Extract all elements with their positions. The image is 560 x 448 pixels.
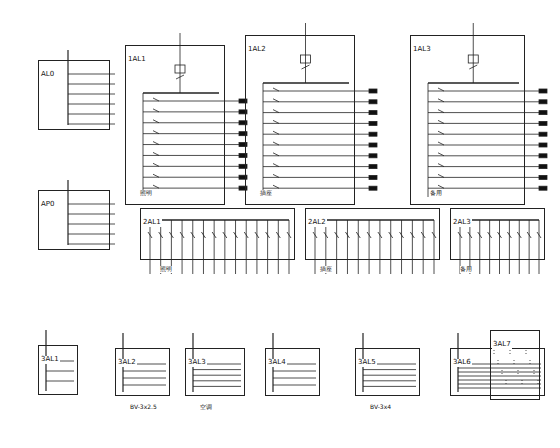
panel-box: 2AL3 [450, 208, 545, 260]
circuit-group [68, 50, 115, 125]
circuit-label: 备用 [430, 190, 442, 197]
panel-name: 2AL2 [307, 219, 327, 227]
panel-box: 3AL2 [115, 348, 170, 396]
panel-box: 3AL1 [38, 345, 78, 395]
panel-box: 3AL4 [265, 348, 320, 396]
circuit-label: 插座 [260, 190, 272, 197]
panel-box: AP0 [38, 190, 110, 250]
panel-box: 1AL3 [410, 35, 525, 205]
circuit-group [146, 220, 291, 274]
circuit-label: 插座 [320, 266, 332, 273]
circuit-label: 空调 [200, 404, 212, 411]
circuit-label: BV-3x4 [370, 404, 391, 411]
circuit-label: 备用 [460, 266, 472, 273]
panel-name: 2AL3 [452, 219, 472, 227]
circuit-group [428, 23, 547, 197]
panel-name: AL0 [40, 71, 55, 79]
panel-box: 2AL1 [140, 208, 295, 260]
panel-name: 3AL3 [187, 359, 207, 367]
panel-box: 3AL3 [185, 348, 245, 396]
circuit-group [263, 23, 377, 197]
circuit-group [456, 220, 541, 274]
circuit-label: 照明 [140, 190, 152, 197]
panel-name: 3AL5 [357, 359, 377, 367]
panel-name: AP0 [40, 201, 55, 209]
panel-name: 3AL7 [492, 341, 512, 349]
circuit-group [311, 220, 436, 274]
circuit-group [143, 33, 247, 197]
panel-box: 3AL7 [490, 330, 540, 400]
panel-name: 3AL6 [452, 359, 472, 367]
panel-name: 1AL2 [247, 46, 267, 54]
circuit-label: BV-3x2.5 [130, 404, 157, 411]
panel-name: 2AL1 [142, 219, 162, 227]
panel-box: 1AL2 [245, 35, 355, 205]
panel-box: 1AL1 [125, 45, 225, 205]
panel-name: 3AL4 [267, 359, 287, 367]
panel-box: 3AL6 [450, 348, 545, 396]
circuit-label: 照明 [160, 266, 172, 273]
panel-box: AL0 [38, 60, 110, 130]
panel-name: 1AL3 [412, 46, 432, 54]
panel-name: 3AL2 [117, 359, 137, 367]
panel-name: 1AL1 [127, 56, 147, 64]
circuit-group [494, 350, 538, 386]
panel-name: 3AL1 [40, 356, 60, 364]
panel-box: 3AL5 [355, 348, 420, 396]
panel-box: 2AL2 [305, 208, 440, 260]
